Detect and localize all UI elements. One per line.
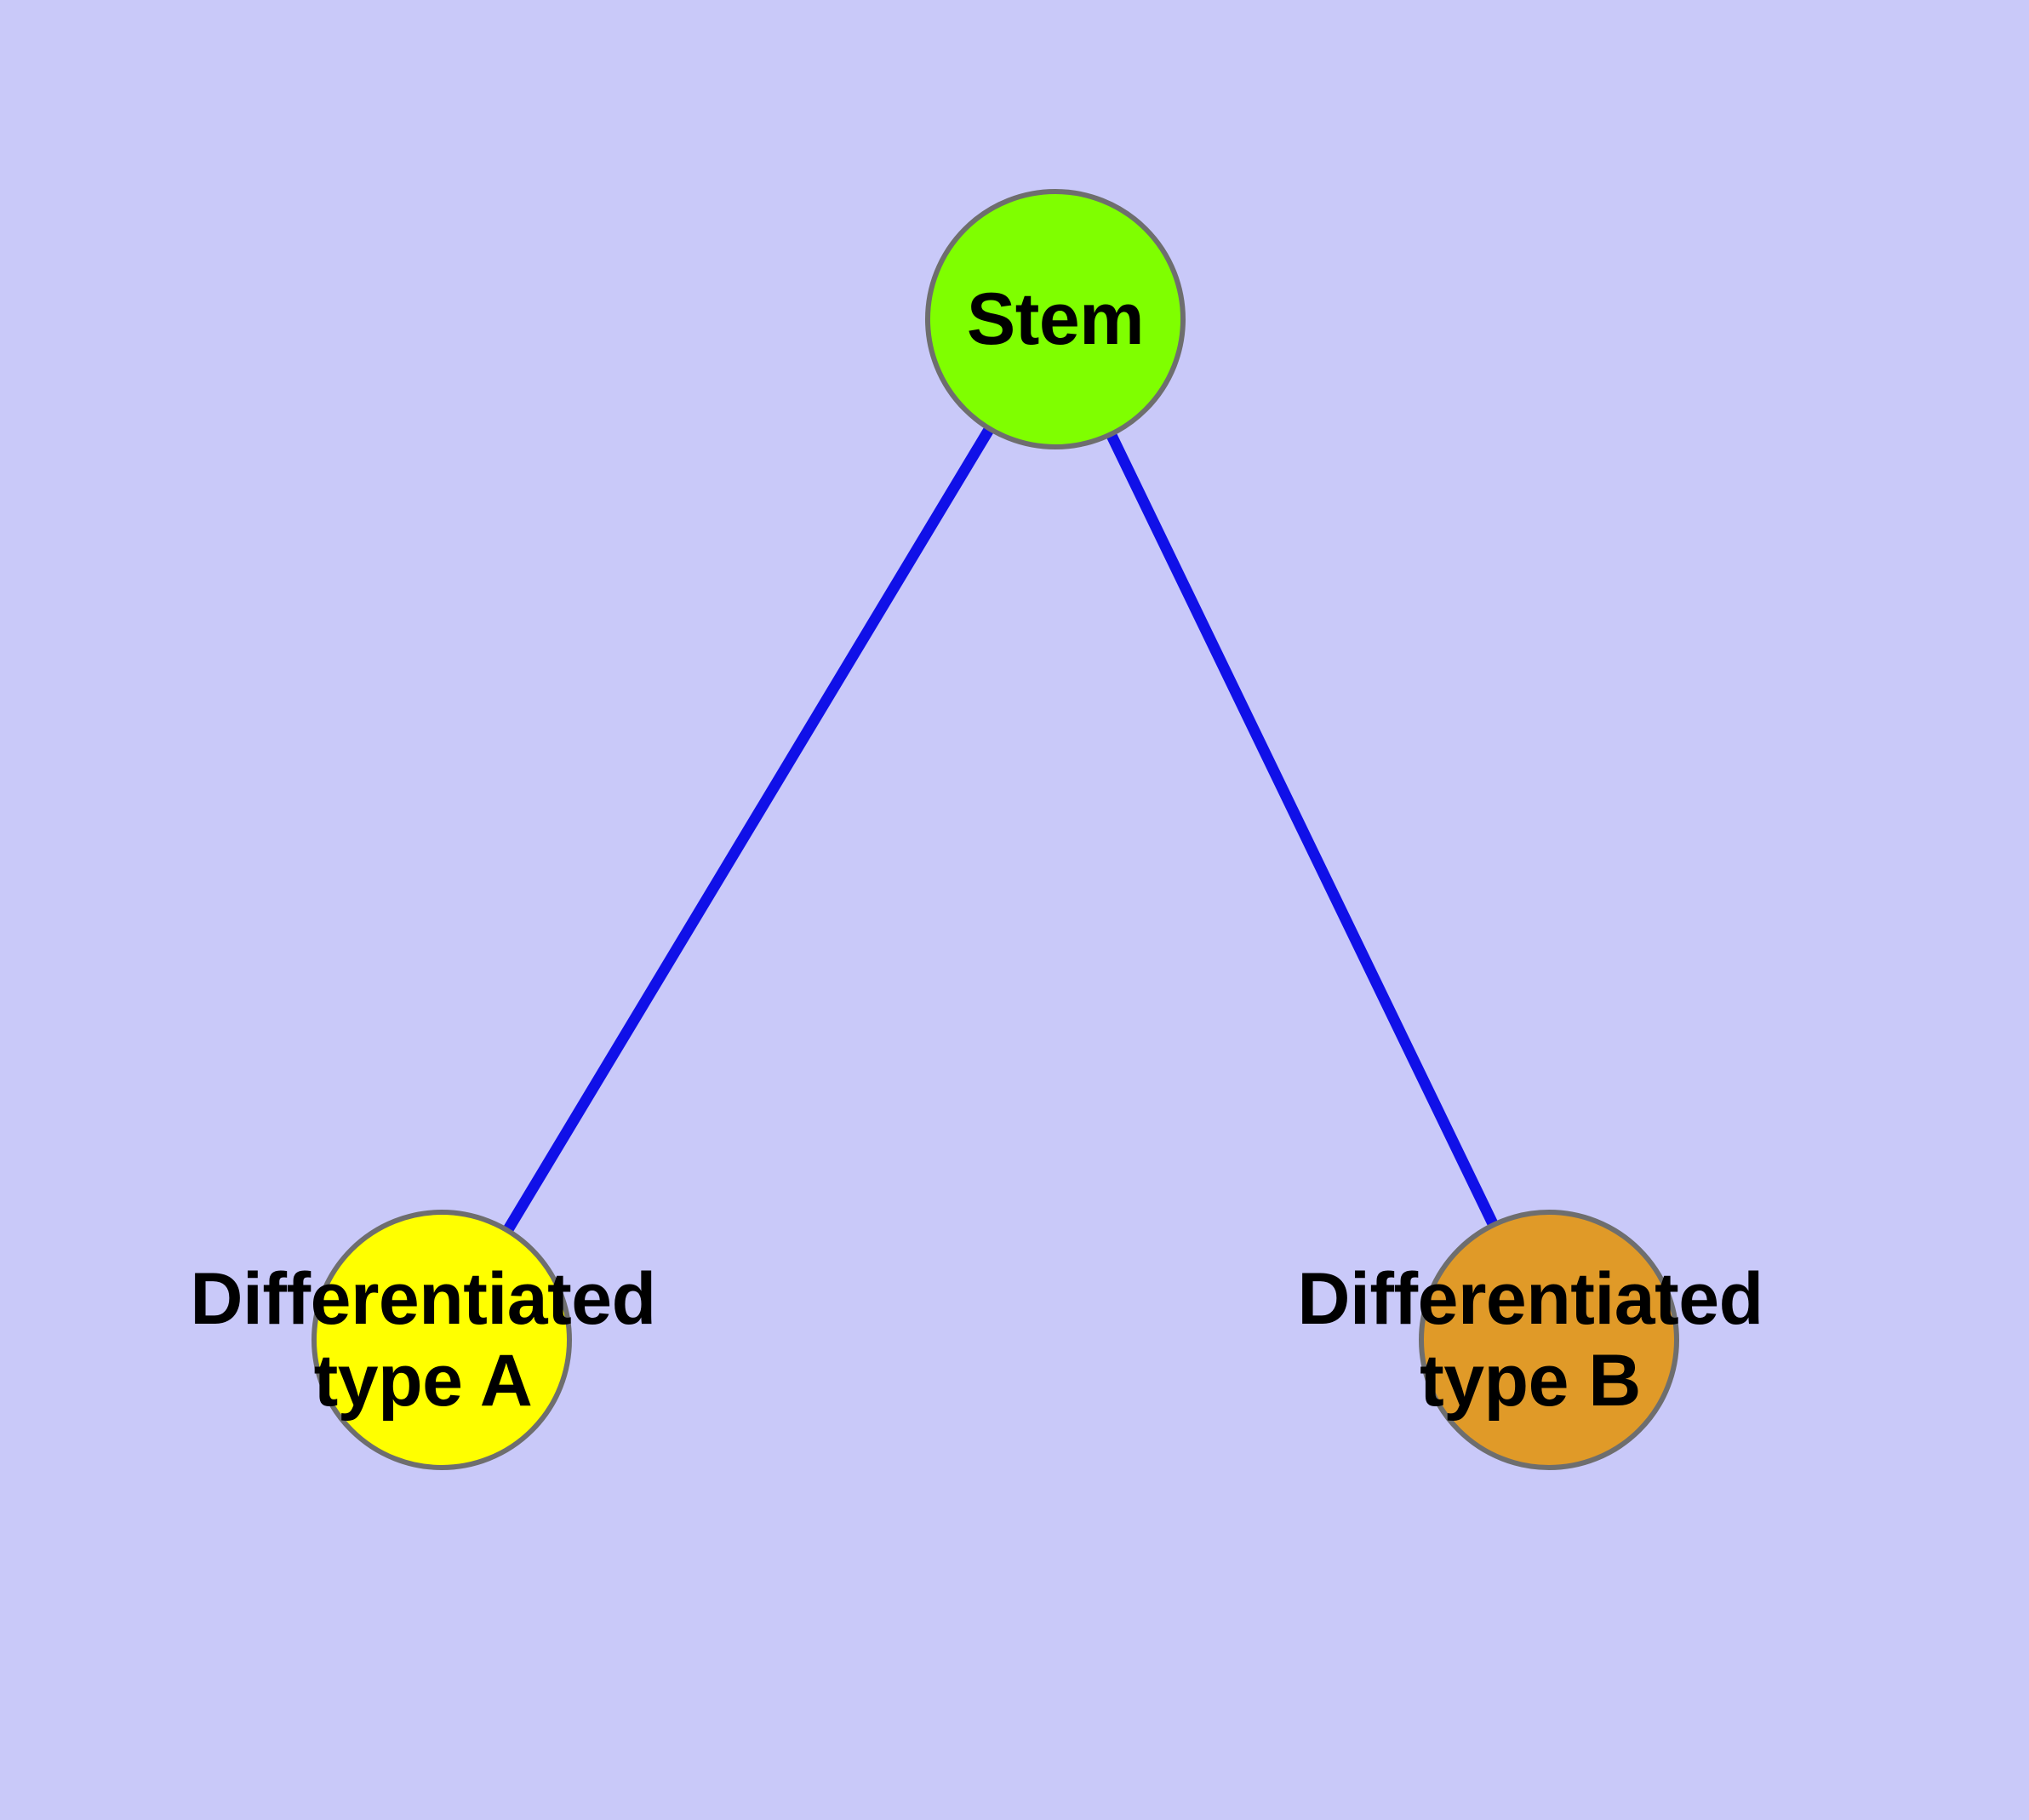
node-circle-diff-a[interactable] xyxy=(311,1210,572,1470)
edge-collection xyxy=(437,316,1554,1343)
node-circle-stem[interactable] xyxy=(925,189,1186,449)
graph-edge[interactable] xyxy=(1050,317,1554,1342)
node-circle-diff-b[interactable] xyxy=(1419,1210,1679,1470)
graph-edge[interactable] xyxy=(437,316,1060,1343)
